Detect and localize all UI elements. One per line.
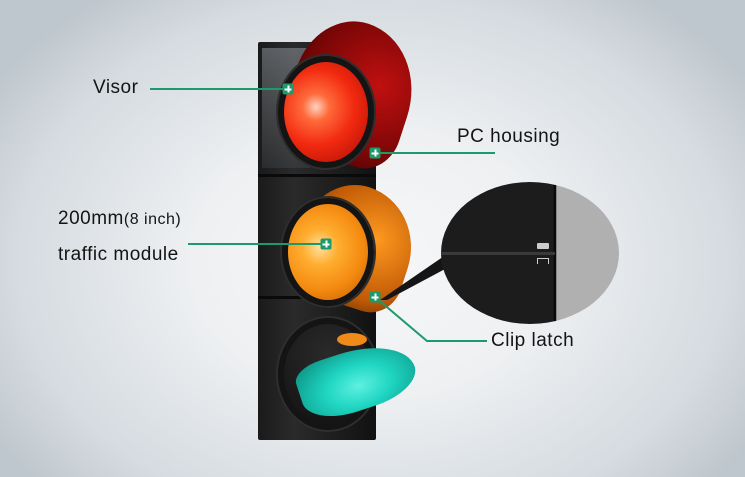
callout-pc-housing-label: PC housing: [457, 126, 560, 148]
inset-seam: [441, 252, 555, 255]
pc-housing-text: PC housing: [457, 126, 561, 147]
callout-module-label-line2: traffic module: [58, 244, 179, 266]
callout-pc-housing-line: [376, 152, 495, 154]
callout-pc-housing-marker-icon: [369, 147, 381, 159]
callout-clip-latch-label: Clip latch: [491, 330, 574, 352]
callout-visor-label: Visor: [93, 77, 138, 99]
callout-clip-latch-marker-icon: [369, 291, 381, 303]
module-size-inch-text: (8 inch): [123, 211, 182, 228]
visor-text: Visor: [93, 77, 139, 98]
callout-visor-line: [150, 88, 287, 90]
inset-clip-lower: [537, 258, 549, 264]
amber-lamp: [282, 198, 374, 306]
callout-visor-marker-icon: [282, 83, 294, 95]
clip-latch-inset: [441, 182, 619, 324]
section-divider-upper: [258, 174, 376, 177]
inset-clip-upper: [537, 243, 549, 249]
callout-module-line: [188, 243, 326, 245]
callout-module-marker-icon: [320, 238, 332, 250]
amber-reflection: [337, 333, 367, 346]
module-name-text: traffic module: [58, 244, 179, 265]
clip-latch-text: Clip latch: [491, 330, 575, 351]
callout-module-label-line1: 200mm(8 inch): [58, 208, 181, 230]
module-size-text: 200mm: [58, 208, 124, 229]
red-lamp: [278, 56, 374, 168]
